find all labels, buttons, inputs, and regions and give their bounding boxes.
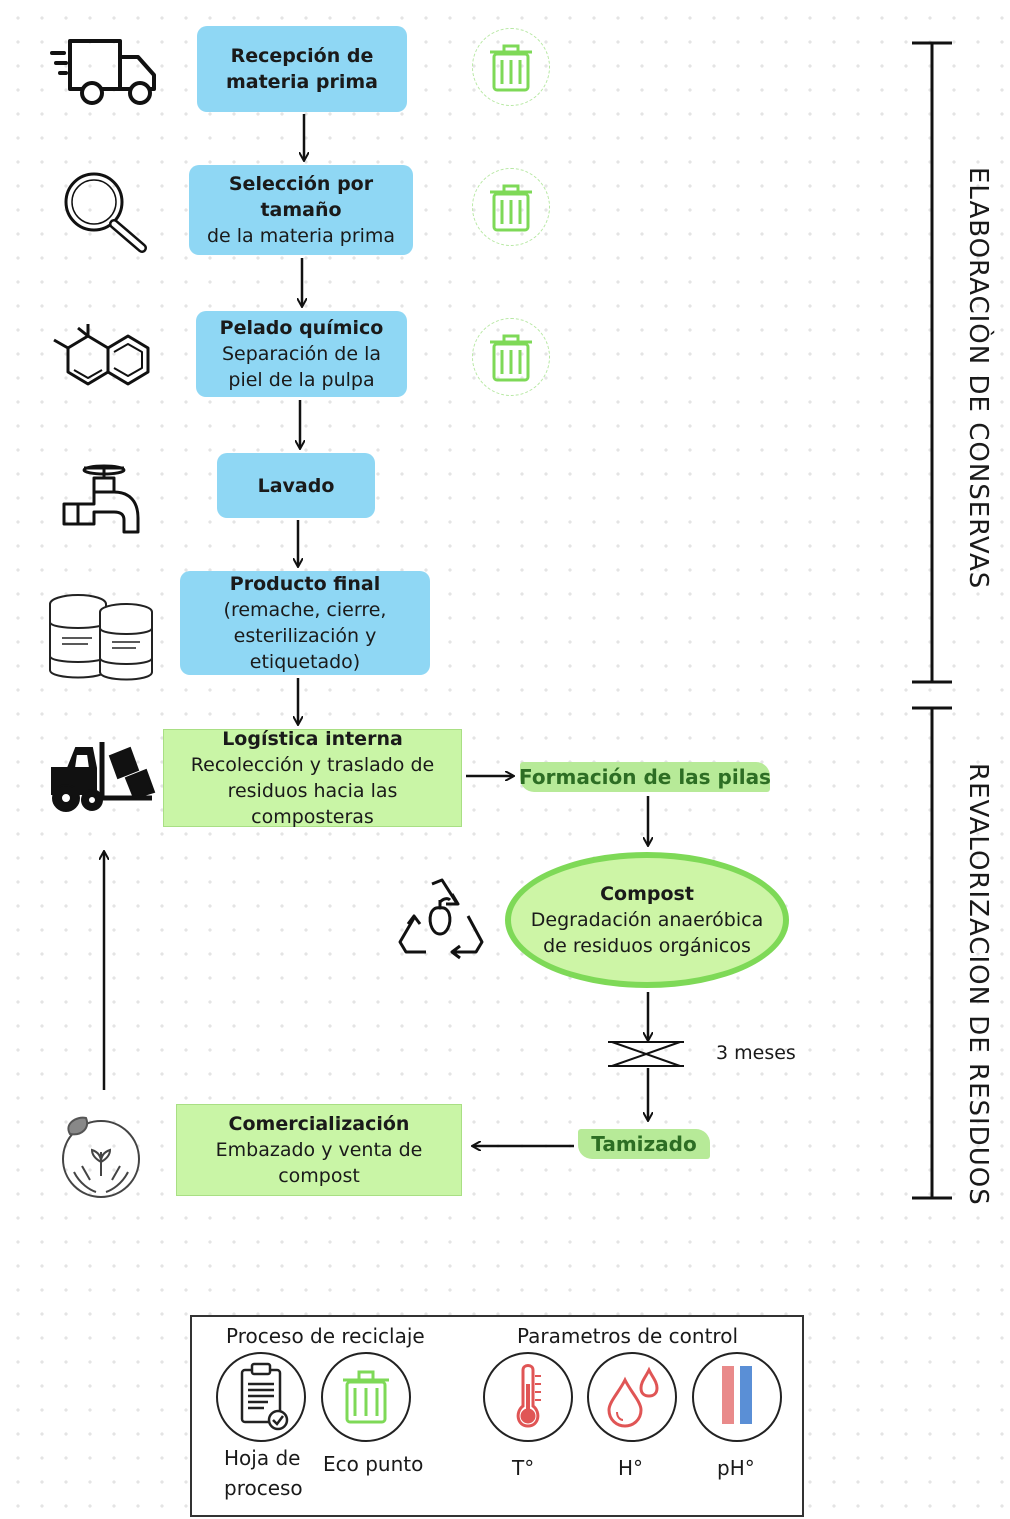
clipboard-icon (240, 1362, 289, 1431)
compost-desc-line1: Degradación anaeróbica (530, 909, 764, 931)
thermometer-icon (516, 1364, 541, 1428)
magnifier-icon (64, 172, 147, 253)
final-desc-line3: etiquetado) (249, 651, 361, 673)
eco-point-selection (472, 168, 550, 246)
final-desc-line1: (remache, cierre, (223, 599, 387, 621)
legend-temperature-circle (483, 1352, 573, 1442)
peeling-desc-line1: Separación de la (221, 343, 382, 365)
trash-bin-icon (490, 334, 532, 382)
step-sieving: Tamizado (578, 1129, 710, 1159)
step-selection: Selección por tamaño de la materia prima (189, 165, 413, 255)
legend-humidity-label: H° (618, 1456, 644, 1480)
phase-brackets (912, 41, 952, 1200)
sieving-title: Tamizado (591, 1132, 697, 1156)
logistics-title: Logística interna (222, 728, 403, 750)
step-piles: Formación de las pilas (519, 762, 771, 792)
trash-bin-icon (490, 184, 532, 232)
selection-title: Selección por tamaño (228, 173, 374, 221)
piles-title: Formación de las pilas (519, 765, 771, 789)
chemical-molecule-icon (53, 324, 150, 386)
compost-desc-line2: de residuos orgánicos (543, 935, 751, 957)
step-reception: Recepción de materia prima (197, 26, 407, 112)
eco-point-peeling (472, 318, 550, 396)
faucet-icon (62, 464, 140, 534)
wait-valve-symbol (608, 1041, 684, 1067)
final-desc-line2: esterilización y (233, 625, 377, 647)
legend-eco-point-label: Eco punto (323, 1452, 424, 1476)
water-drops-icon (607, 1366, 659, 1428)
legend-eco-point-circle (321, 1352, 411, 1442)
washing-title: Lavado (257, 474, 335, 497)
step-commercialization: Comercialización Embazado y venta de com… (176, 1104, 462, 1196)
eco-point-reception (472, 28, 550, 106)
recycle-apple-icon (398, 878, 484, 960)
peeling-desc-line2: piel de la pulpa (228, 369, 375, 391)
hands-plant-icon (62, 1116, 140, 1198)
phase-label-waste: REVALORIZACION DE RESIDUOS (963, 763, 993, 1206)
legend-control-heading: Parametros de control (517, 1324, 739, 1348)
logistics-desc-line2: residuos hacia las composteras (227, 780, 398, 828)
step-washing: Lavado (217, 453, 375, 518)
commercial-title: Comercialización (228, 1113, 410, 1135)
step-logistics: Logística interna Recolección y traslado… (163, 728, 462, 828)
cans-icon (49, 594, 153, 681)
legend-temperature-label: T° (512, 1456, 535, 1480)
compost-title: Compost (600, 883, 694, 905)
step-peeling: Pelado químico Separación de la piel de … (196, 311, 407, 397)
trash-bin-icon (343, 1370, 389, 1424)
wait-duration-label: 3 meses (716, 1042, 796, 1064)
legend-recycling-heading: Proceso de reciclaje (226, 1324, 425, 1348)
legend-ph-label: pH° (717, 1456, 755, 1480)
legend-process-sheet-circle (216, 1352, 306, 1442)
peeling-title: Pelado químico (219, 317, 384, 339)
step-final-product: Producto final (remache, cierre, esteril… (180, 571, 430, 675)
forklift-icon (51, 742, 156, 812)
selection-desc: de la materia prima (206, 225, 396, 247)
phase-label-canning: ELABORACIÒN DE CONSERVAS (963, 167, 993, 590)
ph-strip-icon (722, 1366, 752, 1424)
trash-bin-icon (490, 44, 532, 92)
reception-title: Recepción de materia prima (225, 45, 378, 93)
legend-process-sheet-label-2: proceso (224, 1476, 303, 1500)
final-title: Producto final (229, 573, 381, 595)
legend-humidity-circle (587, 1352, 677, 1442)
truck-icon (50, 39, 156, 105)
logistics-desc-line1: Recolección y traslado de (190, 754, 435, 776)
commercial-desc: Embazado y venta de compost (215, 1139, 423, 1187)
legend-process-sheet-label-1: Hoja de (224, 1446, 301, 1470)
step-compost: Compost Degradación anaeróbica de residu… (505, 852, 789, 988)
legend-ph-circle (692, 1352, 782, 1442)
